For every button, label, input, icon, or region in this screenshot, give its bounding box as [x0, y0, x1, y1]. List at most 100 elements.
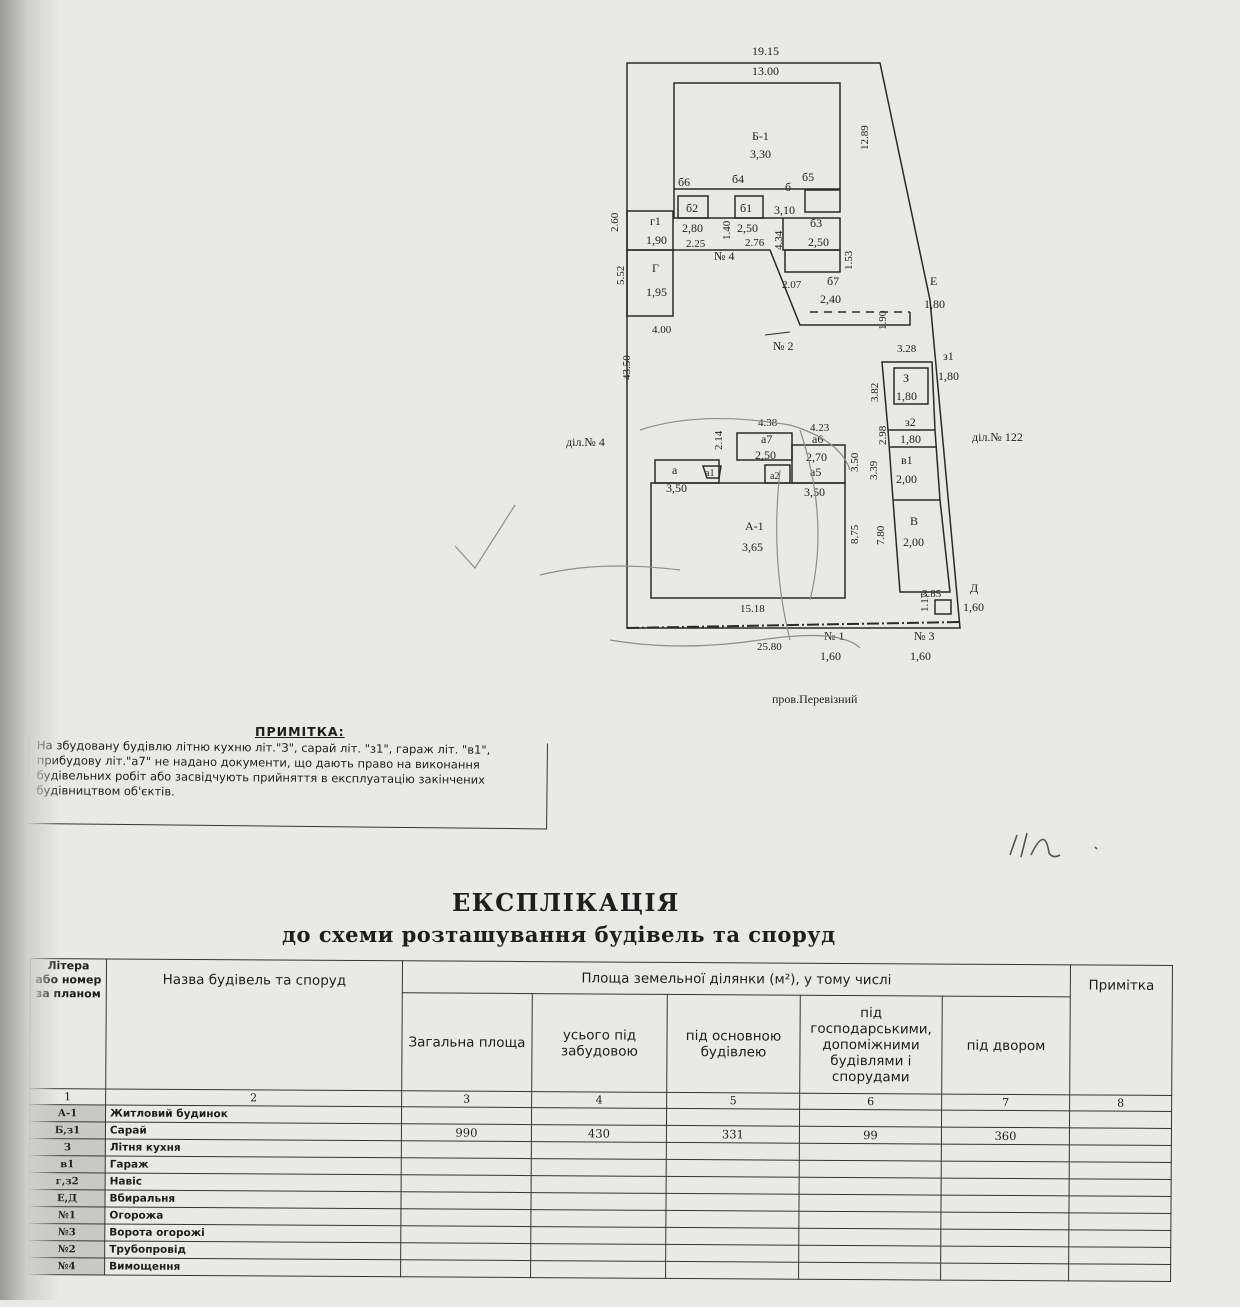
label-z1-height: 1,80	[938, 369, 959, 383]
label-gate-no3-height: 1,60	[910, 649, 931, 663]
row-main-building-area	[666, 1108, 800, 1127]
dim-b1-b: 1.40	[721, 220, 733, 240]
label-b5: б5	[802, 170, 814, 184]
dim-z2-height: 2.98	[877, 425, 889, 445]
note-title: ПРИМІТКА:	[255, 724, 345, 739]
label-a: а	[672, 463, 678, 477]
row-built-area	[530, 1243, 666, 1262]
label-a5: а5	[810, 465, 821, 479]
label-e: Е	[930, 274, 937, 288]
dim-a7-height: 2.14	[713, 430, 725, 450]
building-d-outline	[934, 599, 952, 615]
label-v1-height: 2,00	[896, 472, 917, 486]
dim-left-g1: 2.60	[609, 212, 621, 232]
handwritten-mark	[1009, 832, 1098, 858]
row-letter: А-1	[29, 1104, 106, 1122]
label-street: пров.Перевізний	[772, 692, 858, 706]
row-auxiliary-area	[798, 1228, 941, 1247]
row-total-area	[400, 1225, 531, 1244]
row-note	[1069, 1178, 1172, 1197]
row-total-area	[401, 1174, 532, 1193]
label-e-height: 1,80	[924, 297, 945, 311]
row-auxiliary-area	[798, 1211, 941, 1230]
header-auxiliary: під господарськими, допоміжними будівлям…	[799, 995, 943, 1095]
label-b2: б2	[686, 201, 698, 215]
dim-top-total: 19.15	[752, 44, 779, 58]
dim-z-width: 3.28	[897, 343, 917, 355]
row-main-building-area	[665, 1210, 799, 1229]
label-z2: з2	[905, 415, 916, 429]
row-name: Навіс	[105, 1172, 402, 1192]
label-b-main-height: 3,30	[750, 147, 771, 161]
label-g1: г1	[650, 214, 661, 228]
row-built-area	[531, 1158, 667, 1177]
row-main-building-area	[666, 1142, 800, 1161]
label-a-main-height: 3,65	[742, 540, 763, 554]
row-auxiliary-area	[799, 1177, 942, 1196]
label-b2-height: 2,80	[682, 221, 703, 235]
row-yard-area: 360	[941, 1127, 1070, 1145]
row-auxiliary-area: 99	[799, 1126, 942, 1145]
header-letter: Літера або номер за планом	[29, 958, 107, 1089]
header-built-area: усього під забудовою	[531, 993, 668, 1093]
dim-right-top: 12.89	[859, 125, 871, 150]
label-pipeline-no2: № 2	[773, 339, 793, 353]
col-number: 2	[105, 1088, 402, 1107]
row-yard-area	[940, 1246, 1069, 1264]
row-name: Трубопровід	[104, 1240, 401, 1260]
label-a1: а1	[705, 468, 714, 479]
dim-left-total: 43.50	[621, 355, 633, 380]
row-letter: г,з2	[29, 1172, 106, 1190]
row-yard-area	[940, 1229, 1069, 1247]
label-a-main: А-1	[745, 519, 764, 533]
building-b1-outline	[734, 195, 764, 219]
row-main-building-area	[665, 1227, 799, 1246]
label-b: б	[785, 180, 791, 194]
dim-d-height: 1.17	[919, 592, 931, 612]
building-a-front-outline	[654, 459, 720, 484]
fence-line	[626, 621, 961, 629]
label-b-height: 3,10	[774, 203, 795, 217]
dim-top-inner: 13.00	[752, 64, 779, 78]
label-z: З	[903, 371, 909, 385]
label-b4: б4	[732, 172, 744, 186]
dim-b-v: 4.34	[773, 230, 785, 250]
label-b-main: Б-1	[752, 129, 769, 143]
dim-g-width: 4.00	[652, 324, 672, 336]
row-yard-area	[940, 1195, 1070, 1213]
label-paving-no4: № 4	[714, 249, 734, 263]
row-total-area	[401, 1140, 532, 1159]
label-a-height: 3,50	[666, 481, 687, 495]
row-name: Ворота огорожі	[104, 1223, 401, 1243]
row-auxiliary-area	[798, 1262, 941, 1281]
row-letter: №4	[28, 1257, 105, 1275]
row-auxiliary-area	[798, 1194, 942, 1213]
label-a2: а2	[770, 471, 779, 482]
note-text: На збудовану будівлю літню кухню літ."З"…	[36, 738, 491, 799]
row-auxiliary-area	[799, 1160, 942, 1179]
row-yard-area	[940, 1212, 1070, 1230]
dim-v1-height: 3.39	[868, 460, 880, 480]
label-b6: б6	[678, 175, 690, 189]
explication-subtitle: до схеми розташування будівель та споруд	[282, 922, 836, 947]
label-gate-no3: № 3	[914, 629, 934, 643]
label-d-height: 1,60	[963, 600, 984, 614]
building-g1-outline	[626, 210, 674, 251]
row-built-area: 430	[531, 1124, 667, 1143]
building-b2-outline	[677, 195, 709, 219]
paving-outline	[673, 249, 911, 326]
row-note	[1068, 1229, 1171, 1248]
row-built-area	[531, 1175, 667, 1194]
row-name: Гараж	[105, 1155, 402, 1175]
header-area-group: Площа земельної ділянки (м²), у тому чис…	[402, 960, 1071, 997]
dim-a6-height: 3.50	[849, 452, 861, 472]
col-number: 8	[1069, 1094, 1172, 1112]
building-a2-outline	[764, 464, 791, 484]
row-letter: Е,Д	[28, 1189, 106, 1207]
row-yard-area	[941, 1178, 1070, 1196]
label-a6-height: 2,70	[806, 450, 827, 464]
row-note	[1069, 1127, 1172, 1146]
row-built-area	[530, 1192, 667, 1211]
